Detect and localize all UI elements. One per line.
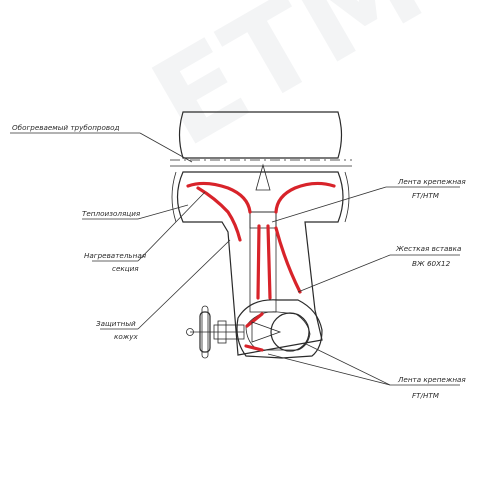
label-heating-section-1: Нагревательная (84, 251, 147, 260)
label-protective-cover-1: Защитный (96, 319, 136, 328)
leader-lines (10, 132, 460, 386)
tee-spike (255, 163, 271, 191)
label-heating-section-2: секция (112, 264, 139, 273)
label-tape-bottom-2: FT/НТМ (412, 391, 440, 400)
valve-assembly (186, 299, 323, 359)
label-tape-top-2: FT/НТМ (412, 191, 440, 200)
watermark-logo: ETM (131, 0, 446, 174)
mounting-tape-band-top (249, 211, 277, 229)
heating-section-cable (186, 181, 336, 300)
label-rigid-insert-2: ВЖ 60Х12 (412, 259, 451, 268)
label-insulation: Теплоизоляция (82, 209, 141, 218)
label-protective-cover-2: кожух (114, 332, 138, 341)
label-tape-top-1: Лента крепежная (397, 177, 466, 186)
label-heated-pipeline: Обогреваемый трубопровод (12, 123, 119, 132)
label-tape-bottom-1: Лента крепежная (397, 375, 466, 384)
label-rigid-insert-1: Жесткая вставка (395, 244, 461, 253)
